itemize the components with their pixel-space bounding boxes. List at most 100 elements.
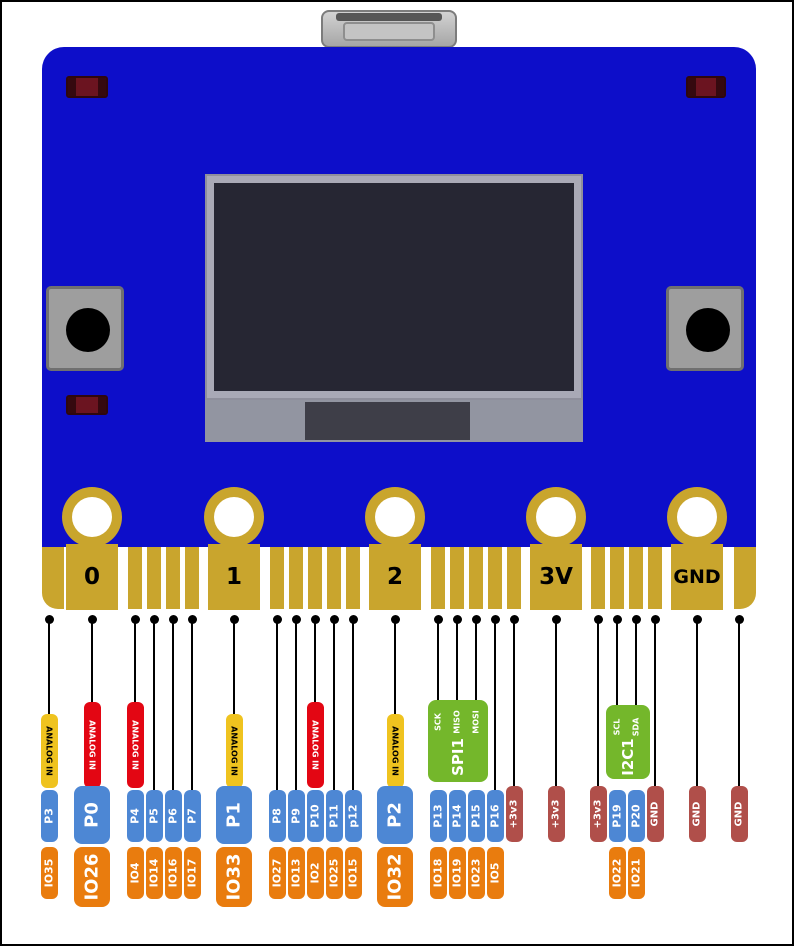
edge-pin — [327, 547, 341, 609]
edge-pad-hole — [72, 497, 112, 537]
edge-pin — [629, 547, 643, 609]
leader-line — [597, 619, 599, 786]
leader-line — [352, 619, 354, 790]
bus-group-box — [606, 705, 650, 779]
pin-label: P16 — [486, 790, 504, 842]
leader-dot — [188, 615, 197, 624]
leader-line — [555, 619, 557, 786]
leader-dot — [735, 615, 744, 624]
leader-dot — [510, 615, 519, 624]
pin-label: ANALOG IN — [83, 702, 101, 788]
pin-label: IO17 — [183, 847, 201, 899]
pin-label: IO14 — [145, 847, 163, 899]
pin-label: P13 — [429, 790, 447, 842]
leader-line — [295, 619, 297, 790]
leader-line — [635, 619, 637, 705]
leader-dot — [131, 615, 140, 624]
edge-pin — [147, 547, 161, 609]
leader-line — [172, 619, 174, 790]
pin-label: P4 — [126, 790, 144, 842]
leader-line — [191, 619, 193, 790]
pin-label: P5 — [145, 790, 163, 842]
usb-inner-shell — [343, 22, 435, 41]
leader-dot — [88, 615, 97, 624]
pin-label: P7 — [183, 790, 201, 842]
pin-label: P1 — [216, 786, 252, 844]
leader-dot — [693, 615, 702, 624]
pin-label: P8 — [268, 790, 286, 842]
edge-pin — [185, 547, 199, 609]
pin-label: GND — [646, 786, 664, 842]
leader-dot — [330, 615, 339, 624]
leader-dot — [169, 615, 178, 624]
component-top-right — [686, 76, 726, 98]
leader-dot — [230, 615, 239, 624]
pin-label: IO13 — [287, 847, 305, 899]
usb-slot — [336, 13, 442, 21]
pin-label: IO15 — [344, 847, 362, 899]
edge-pin — [610, 547, 624, 609]
component-top-left — [66, 76, 108, 98]
pin-label: IO5 — [486, 847, 504, 899]
edge-pin — [166, 547, 180, 609]
leader-line — [513, 619, 515, 786]
pin-label: IO35 — [40, 847, 58, 899]
edge-pad — [66, 544, 118, 610]
leader-dot — [491, 615, 500, 624]
leader-line — [654, 619, 656, 786]
leader-dot — [45, 615, 54, 624]
pin-label: P15 — [467, 790, 485, 842]
pin-label: IO4 — [126, 847, 144, 899]
leader-line — [333, 619, 335, 790]
leader-line — [494, 619, 496, 790]
leader-line — [233, 619, 235, 714]
pin-label: GND — [688, 786, 706, 842]
button-b — [666, 286, 744, 371]
component-bottom-left — [66, 395, 108, 415]
edge-pad-label: 2 — [386, 564, 404, 590]
edge-pin — [450, 547, 464, 609]
edge-pad-hole — [677, 497, 717, 537]
pin-label: IO2 — [306, 847, 324, 899]
leader-line — [394, 619, 396, 714]
edge-pin — [346, 547, 360, 609]
pin-label: p12 — [344, 790, 362, 842]
leader-line — [314, 619, 316, 702]
button-b-pusher — [686, 308, 730, 352]
edge-pad-label: 1 — [225, 564, 243, 590]
leader-line — [616, 619, 618, 705]
pin-label: IO21 — [627, 847, 645, 899]
display-screen — [214, 183, 574, 391]
pin-label: ANALOG IN — [386, 714, 404, 788]
edge-pin — [431, 547, 445, 609]
edge-pin — [469, 547, 483, 609]
edge-pad-label: 0 — [83, 564, 101, 590]
leader-line — [475, 619, 477, 700]
leader-dot — [292, 615, 301, 624]
edge-pad-label: GND — [673, 566, 721, 588]
edge-pad — [530, 544, 582, 610]
leader-dot — [391, 615, 400, 624]
pin-label: ANALOG IN — [40, 714, 58, 788]
pin-label: GND — [730, 786, 748, 842]
edge-pad — [369, 544, 421, 610]
edge-pad-hole — [214, 497, 254, 537]
pin-label: ANALOG IN — [126, 702, 144, 788]
edge-pad-label: 3V — [539, 564, 573, 590]
leader-line — [696, 619, 698, 786]
leader-line — [91, 619, 93, 702]
leader-dot — [594, 615, 603, 624]
edge-pad-hole — [536, 497, 576, 537]
display-connector-tab — [305, 402, 470, 440]
pin-label: IO33 — [216, 847, 252, 907]
pin-label: IO32 — [377, 847, 413, 907]
edge-pin — [270, 547, 284, 609]
leader-line — [134, 619, 136, 702]
pin-label: +3v3 — [589, 786, 607, 842]
edge-pin — [507, 547, 521, 609]
edge-pad — [671, 544, 723, 610]
leader-line — [437, 619, 439, 700]
leader-line — [456, 619, 458, 700]
leader-dot — [651, 615, 660, 624]
